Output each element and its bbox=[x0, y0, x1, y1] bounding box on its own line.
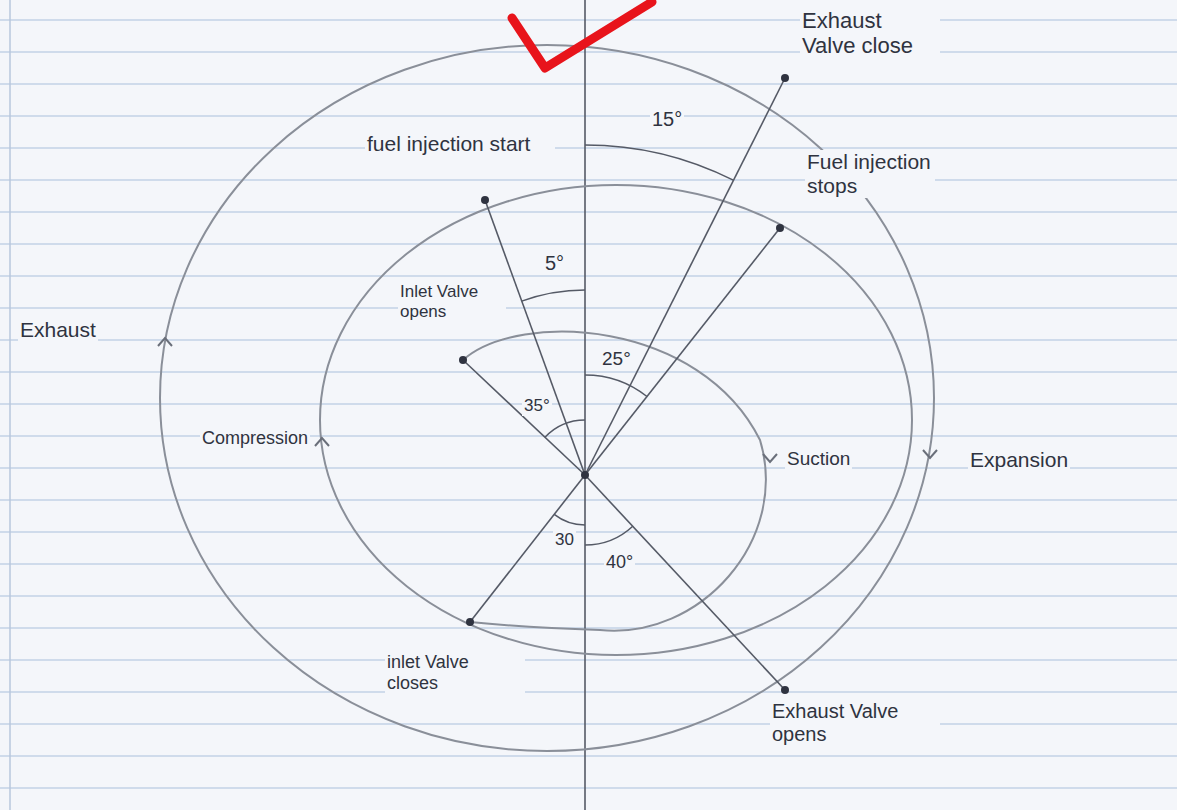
paper-rule bbox=[0, 627, 1177, 628]
paper-rule bbox=[0, 19, 1177, 20]
paper-rule bbox=[0, 659, 1177, 660]
paper-rule bbox=[0, 179, 1177, 180]
angle-arc bbox=[585, 145, 733, 180]
event-label: Exhaust Valve opens bbox=[770, 700, 940, 746]
event-line bbox=[485, 200, 585, 475]
angle-arc bbox=[522, 290, 585, 301]
paper-rule bbox=[0, 531, 1177, 532]
direction-arrow bbox=[923, 450, 937, 458]
angle-label: 40° bbox=[604, 552, 635, 573]
check-mark bbox=[512, 2, 652, 68]
event-line bbox=[585, 475, 785, 690]
outer-loop bbox=[160, 45, 934, 751]
event-label: fuel injection start bbox=[365, 132, 555, 156]
event-label: Exhaust Valve close bbox=[800, 8, 940, 59]
paper-rule bbox=[0, 243, 1177, 244]
paper-rule bbox=[0, 275, 1177, 276]
paper-rule bbox=[0, 147, 1177, 148]
paper-rule bbox=[0, 115, 1177, 116]
event-line bbox=[585, 78, 785, 475]
timing-figure bbox=[158, 0, 937, 810]
event-line bbox=[470, 475, 585, 622]
angle-label: 35° bbox=[522, 396, 552, 416]
direction-arrow bbox=[763, 454, 777, 462]
paper-rule bbox=[0, 691, 1177, 692]
event-label: Inlet Valve opens bbox=[398, 282, 506, 321]
stroke-label: Suction bbox=[785, 448, 852, 470]
event-dot bbox=[459, 356, 467, 364]
event-line bbox=[463, 360, 585, 475]
angle-arc bbox=[585, 526, 633, 545]
margin-line bbox=[9, 0, 11, 810]
event-label: Fuel injection stops bbox=[805, 150, 935, 198]
paper-rule bbox=[0, 307, 1177, 308]
paper-rule bbox=[0, 755, 1177, 756]
event-dot bbox=[776, 224, 784, 232]
inner-loop bbox=[463, 332, 766, 631]
angle-arc bbox=[585, 375, 647, 397]
stroke-label: Expansion bbox=[968, 448, 1070, 472]
paper-rule bbox=[0, 563, 1177, 564]
paper-rule bbox=[0, 371, 1177, 372]
angle-arc bbox=[545, 420, 585, 437]
event-label: inlet Valve closes bbox=[385, 652, 525, 693]
angle-arc bbox=[554, 514, 585, 525]
paper-rule bbox=[0, 435, 1177, 436]
event-dot bbox=[481, 196, 489, 204]
middle-loop bbox=[320, 185, 912, 655]
dead-centre-line bbox=[584, 0, 586, 810]
angle-label: 25° bbox=[600, 348, 633, 370]
event-line bbox=[585, 228, 780, 475]
stroke-label: Exhaust bbox=[18, 318, 98, 342]
paper-rule bbox=[0, 787, 1177, 788]
stroke-label: Compression bbox=[200, 428, 310, 449]
paper-rule bbox=[0, 211, 1177, 212]
centre-dot bbox=[581, 471, 589, 479]
paper-rule bbox=[0, 403, 1177, 404]
direction-arrow bbox=[158, 338, 172, 346]
event-dot bbox=[466, 618, 474, 626]
paper-rule bbox=[0, 83, 1177, 84]
angle-label: 15° bbox=[650, 108, 684, 131]
event-dot bbox=[781, 74, 789, 82]
paper-rule bbox=[0, 595, 1177, 596]
ruled-paper bbox=[0, 20, 1177, 788]
direction-arrow bbox=[315, 438, 329, 446]
angle-label: 30 bbox=[553, 530, 576, 550]
paper-rule bbox=[0, 51, 1177, 52]
paper-rule bbox=[0, 723, 1177, 724]
event-dot bbox=[781, 686, 789, 694]
paper-rule bbox=[0, 339, 1177, 340]
angle-label: 5° bbox=[543, 252, 566, 275]
